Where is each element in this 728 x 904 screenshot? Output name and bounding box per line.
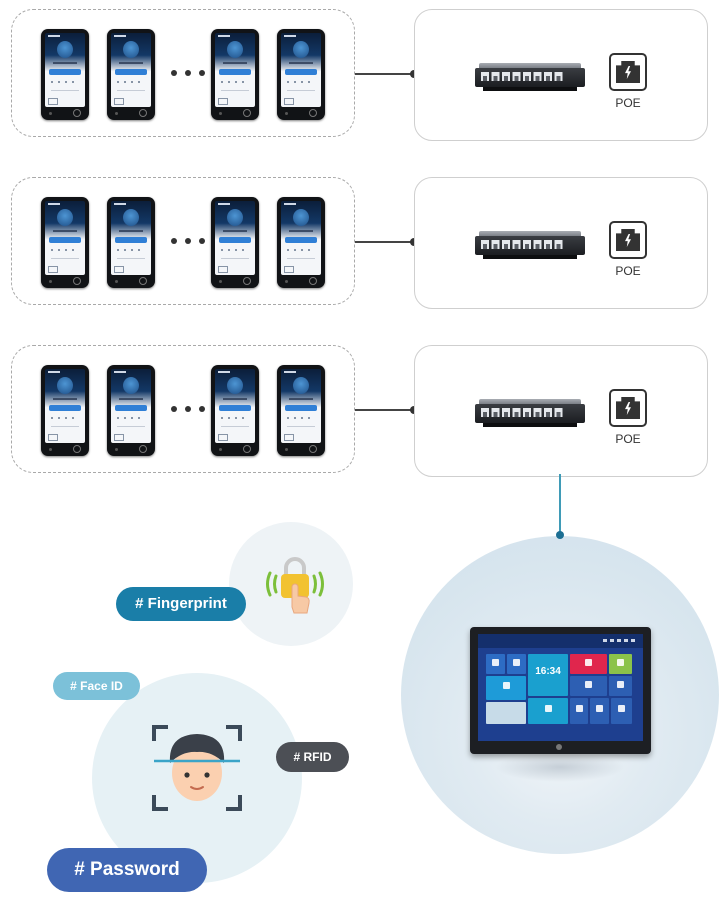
- password-tag: # Password: [47, 848, 207, 892]
- terminal-group-1: [11, 9, 355, 137]
- ethernet-switch-icon: [475, 399, 585, 427]
- ethernet-switch-icon: [475, 231, 585, 259]
- face-terminal-icon: [107, 365, 155, 456]
- link-line-2: [355, 238, 418, 246]
- terminal-group-3: [11, 345, 355, 473]
- uplink-line: [559, 474, 561, 534]
- poe-port-icon: [609, 389, 647, 427]
- poe-label: POE: [615, 96, 641, 110]
- face-terminal-icon: [41, 365, 89, 456]
- link-line-3: [355, 406, 418, 414]
- link-line-1: [355, 70, 418, 78]
- fingerprint-tag: # Fingerprint: [116, 587, 246, 621]
- ellipsis-icon: [171, 406, 205, 414]
- indoor-monitor-icon: 16:34: [470, 627, 651, 754]
- face-terminal-icon: [277, 197, 325, 288]
- terminal-group-2: [11, 177, 355, 305]
- poe-port-icon: [609, 221, 647, 259]
- fingerprint-lock-icon: [266, 557, 324, 614]
- face-terminal-icon: [277, 365, 325, 456]
- switch-box-2: POE: [414, 177, 708, 309]
- face-terminal-icon: [277, 29, 325, 120]
- switch-box-1: POE: [414, 9, 708, 141]
- face-terminal-icon: [211, 29, 259, 120]
- face-terminal-icon: [211, 365, 259, 456]
- ellipsis-icon: [171, 238, 205, 246]
- poe-label: POE: [615, 264, 641, 278]
- face-terminal-icon: [41, 197, 89, 288]
- ethernet-switch-icon: [475, 63, 585, 91]
- poe-port-icon: [609, 53, 647, 91]
- ellipsis-icon: [171, 70, 205, 78]
- face-terminal-icon: [41, 29, 89, 120]
- poe-label: POE: [615, 432, 641, 446]
- rfid-tag: # RFID: [276, 742, 349, 772]
- monitor-shadow: [495, 752, 625, 782]
- monitor-clock: 16:34: [535, 666, 561, 677]
- face-id-tag: # Face ID: [53, 672, 140, 700]
- face-terminal-icon: [107, 29, 155, 120]
- face-scan-icon: [152, 725, 242, 811]
- face-terminal-icon: [211, 197, 259, 288]
- switch-box-3: POE: [414, 345, 708, 477]
- face-terminal-icon: [107, 197, 155, 288]
- uplink-dot: [556, 531, 564, 539]
